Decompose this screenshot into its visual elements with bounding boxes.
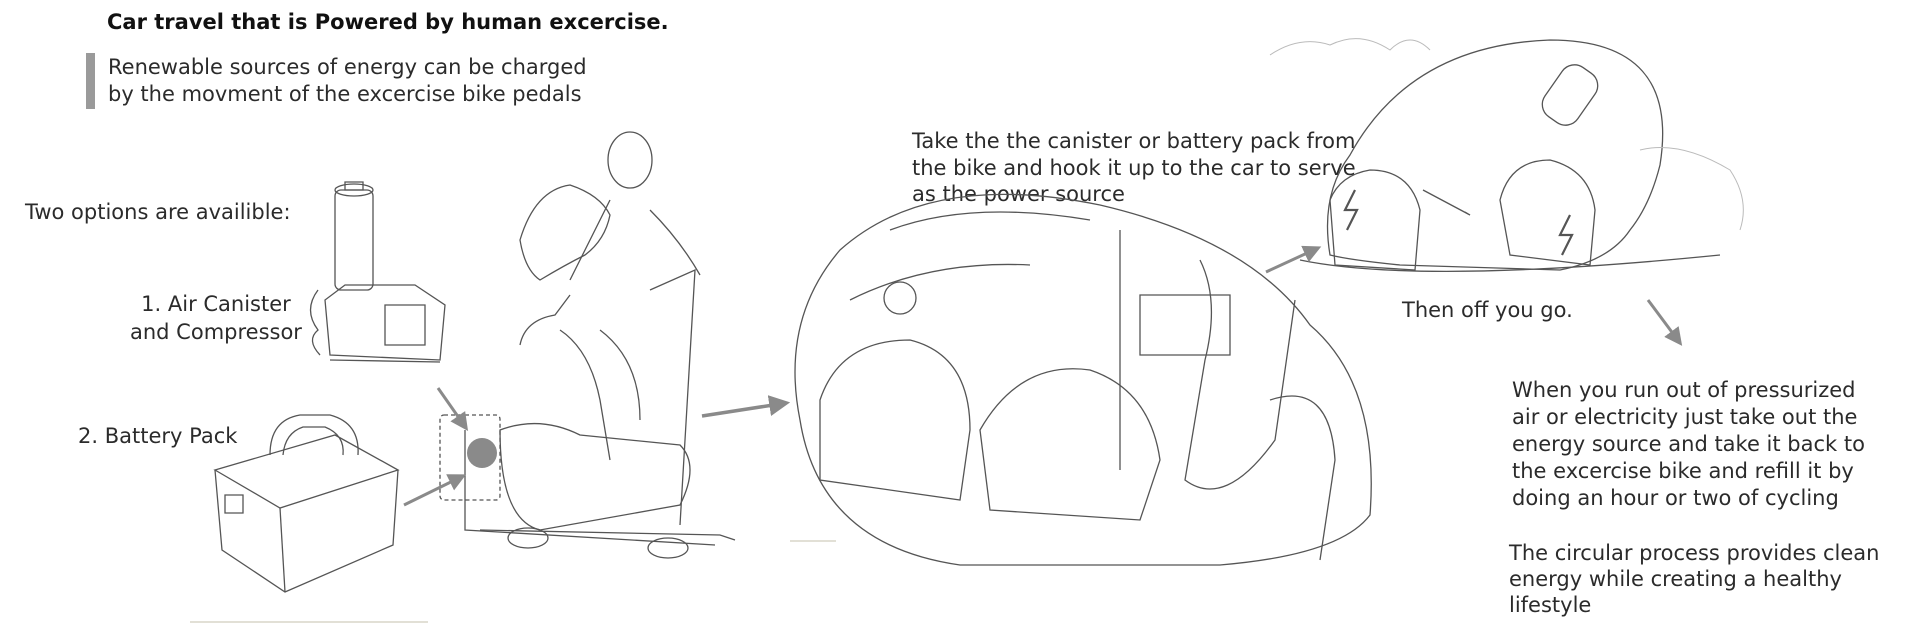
car-driving-sketch xyxy=(1300,40,1720,271)
arrow-canister-to-bike xyxy=(438,388,469,431)
air-canister-compressor-sketch xyxy=(311,182,446,362)
exercise-bike-rider-sketch xyxy=(440,132,735,558)
options-heading: Two options are availible: xyxy=(25,200,291,224)
option-battery-pack-label: 2. Battery Pack xyxy=(78,424,238,448)
car-loading-sketch xyxy=(795,194,1371,565)
arrow-car-to-drive xyxy=(1266,245,1322,272)
battery-pack-sketch xyxy=(215,415,398,592)
page-title: Car travel that is Powered by human exce… xyxy=(107,10,669,34)
quote-accent-bar xyxy=(86,53,95,109)
option-air-canister-label: 1. Air Canister and Compressor xyxy=(130,292,302,344)
arrow-drive-to-refill xyxy=(1648,300,1683,346)
step-hook-up-text: Take the the canister or battery pack fr… xyxy=(912,129,1356,206)
intro-text: Renewable sources of energy can be charg… xyxy=(108,55,587,106)
charging-port-marker xyxy=(467,438,497,468)
summary-text: The circular process provides clean ener… xyxy=(1509,541,1880,617)
step-drive-text: Then off you go. xyxy=(1402,298,1573,322)
background-scenery-sketch xyxy=(1270,39,1743,230)
arrow-bike-to-car xyxy=(702,395,791,416)
arrow-battery-to-bike xyxy=(404,474,467,505)
step-refill-text: When you run out of pressurized air or e… xyxy=(1512,378,1865,510)
